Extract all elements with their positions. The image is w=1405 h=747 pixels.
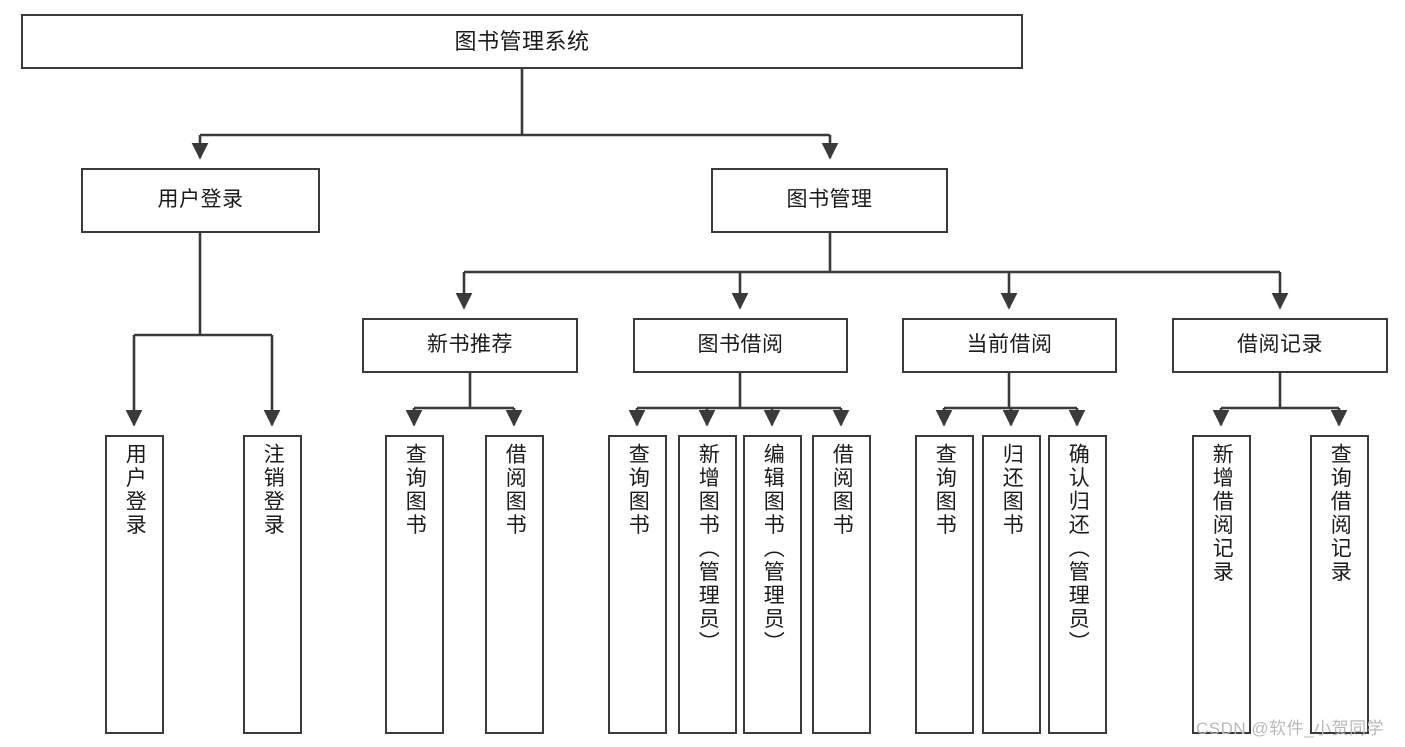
node-leaf-query-book-3[interactable]: 查询图书 [915,435,974,734]
node-leaf-return-book-label: 归还图书 [1000,443,1024,537]
node-root[interactable]: 图书管理系统 [21,14,1023,69]
node-book-borrow[interactable]: 图书借阅 [633,318,848,373]
node-leaf-add-book[interactable]: 新增图书（管理员） [678,435,737,734]
node-book-borrow-label: 图书借阅 [697,333,784,357]
node-leaf-edit-book-label: 编辑图书（管理员） [761,443,785,655]
node-leaf-confirm-return[interactable]: 确认归还（管理员） [1048,435,1107,734]
node-leaf-query-record-label: 查询借阅记录 [1328,443,1352,584]
node-leaf-query-record[interactable]: 查询借阅记录 [1310,435,1369,734]
node-leaf-logout[interactable]: 注销登录 [243,435,302,734]
node-leaf-borrow-book-2-label: 借阅图书 [830,443,854,537]
node-leaf-user-login-label: 用户登录 [123,443,147,537]
node-leaf-query-book-3-label: 查询图书 [933,443,957,537]
node-leaf-add-record-label: 新增借阅记录 [1210,443,1234,584]
node-leaf-return-book[interactable]: 归还图书 [982,435,1041,734]
node-leaf-confirm-return-label: 确认归还（管理员） [1066,443,1090,655]
node-borrow-record[interactable]: 借阅记录 [1172,318,1388,373]
node-new-book-recommend[interactable]: 新书推荐 [362,318,578,373]
node-root-label: 图书管理系统 [454,28,590,54]
node-leaf-query-book-1-label: 查询图书 [403,443,427,537]
node-user-login-label: 用户登录 [157,188,244,212]
node-book-manage-label: 图书管理 [786,188,873,212]
node-current-borrow[interactable]: 当前借阅 [902,318,1117,373]
node-leaf-query-book-2[interactable]: 查询图书 [608,435,667,734]
csdn-watermark: CSDN @软件_小贺同学 [1196,719,1385,738]
node-leaf-logout-label: 注销登录 [261,443,285,537]
node-leaf-borrow-book-1-label: 借阅图书 [503,443,527,537]
node-leaf-add-book-label: 新增图书（管理员） [696,443,720,655]
node-new-book-recommend-label: 新书推荐 [427,333,513,357]
node-user-login[interactable]: 用户登录 [81,168,320,233]
node-book-manage[interactable]: 图书管理 [711,168,948,233]
node-leaf-borrow-book-1[interactable]: 借阅图书 [485,435,544,734]
node-current-borrow-label: 当前借阅 [966,333,1053,357]
node-borrow-record-label: 借阅记录 [1237,333,1323,357]
node-leaf-edit-book[interactable]: 编辑图书（管理员） [743,435,802,734]
node-leaf-query-book-2-label: 查询图书 [626,443,650,537]
node-leaf-borrow-book-2[interactable]: 借阅图书 [812,435,871,734]
node-leaf-user-login[interactable]: 用户登录 [105,435,164,734]
node-leaf-add-record[interactable]: 新增借阅记录 [1192,435,1251,734]
node-leaf-query-book-1[interactable]: 查询图书 [385,435,444,734]
